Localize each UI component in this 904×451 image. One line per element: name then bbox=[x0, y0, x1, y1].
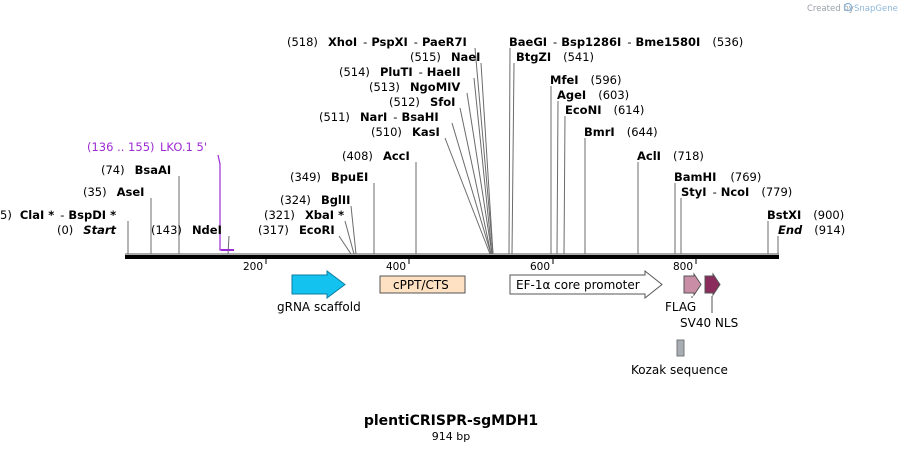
site-label-end: End(914) bbox=[778, 223, 845, 237]
site-label-nari: (511)NarI-BsaHI bbox=[319, 110, 439, 124]
site-label-btgzi: BtgZI(541) bbox=[516, 50, 594, 64]
site-label-bglii: (324)BglII bbox=[280, 193, 350, 207]
site-label-xbai: (321)XbaI * bbox=[264, 208, 344, 222]
primer-lko1: (136 .. 155) LKO.1 5' bbox=[87, 140, 234, 251]
feature-label: cPPT/CTS bbox=[393, 278, 449, 292]
feature-sv40-nls: SV40 NLS bbox=[680, 272, 738, 330]
site-label-bstxi: BstXI(900) bbox=[767, 208, 844, 222]
ruler: 200 400 600 800 bbox=[243, 259, 697, 273]
site-label-mfei: MfeI(596) bbox=[550, 73, 621, 87]
snapgene-logo-icon bbox=[843, 2, 853, 12]
feature-ef1a-promoter: EF-1α core promoter bbox=[509, 269, 663, 300]
feature-label: FLAG bbox=[665, 300, 696, 314]
site-label-kasi: (510)KasI bbox=[371, 125, 440, 139]
site-label-pluti: (514)PluTI-HaeII bbox=[339, 65, 461, 79]
ruler-tick: 800 bbox=[673, 261, 693, 273]
feature-label: EF-1α core promoter bbox=[516, 278, 640, 292]
feature-cppt-cts: cPPT/CTS bbox=[379, 275, 466, 294]
site-label-ndei: (143)NdeI bbox=[151, 223, 222, 237]
site-label-bamhi: BamHI(769) bbox=[674, 170, 761, 184]
primer-label: LKO.1 5' bbox=[160, 140, 207, 154]
site-label-sfoi: (512)SfoI bbox=[389, 95, 455, 109]
feature-label: Kozak sequence bbox=[631, 363, 728, 377]
credit-text: Created by bbox=[807, 4, 854, 14]
credit-brand: SnapGene bbox=[854, 4, 898, 14]
site-label-naei: (515)NaeI bbox=[410, 50, 480, 64]
feature-label: gRNA scaffold bbox=[277, 300, 361, 314]
site-label-ngomiv: (513)NgoMIV bbox=[369, 80, 460, 94]
map-length: 914 bp bbox=[432, 430, 470, 443]
site-label-bsaai: (74)BsaAI bbox=[101, 163, 171, 177]
site-label-bpuei: (349)BpuEI bbox=[290, 170, 368, 184]
site-label-xhoi: (518)XhoI-PspXI-PaeR7I bbox=[287, 35, 467, 49]
site-label-asei: (35)AseI bbox=[83, 185, 144, 199]
site-label-acci: (408)AccI bbox=[342, 149, 410, 163]
feature-label: SV40 NLS bbox=[680, 316, 738, 330]
feature-flag: FLAG bbox=[665, 272, 702, 314]
site-label-ecori: (317)EcoRI bbox=[258, 223, 335, 237]
site-label-baegi: BaeGI-Bsp1286I-Bme1580I(536) bbox=[509, 35, 743, 49]
map-title: plentiCRISPR-sgMDH1 bbox=[364, 413, 538, 429]
feature-grna-scaffold: gRNA scaffold bbox=[277, 270, 361, 314]
ruler-tick: 200 bbox=[243, 261, 263, 273]
primer-range: (136 .. 155) bbox=[87, 140, 155, 154]
site-label-econi: EcoNI(614) bbox=[565, 103, 644, 117]
ruler-tick: 600 bbox=[530, 261, 550, 273]
site-label-start: (0)Start bbox=[57, 223, 117, 237]
site-label-styi: StyI-NcoI(779) bbox=[681, 185, 792, 199]
sequence-backbone bbox=[125, 255, 779, 259]
cut-site-lines bbox=[127, 47, 779, 255]
ruler-tick: 400 bbox=[386, 261, 406, 273]
feature-kozak: Kozak sequence bbox=[631, 339, 728, 377]
site-label-acli: AclI(718) bbox=[637, 149, 704, 163]
site-label-agei: AgeI(603) bbox=[557, 88, 629, 102]
site-label-clai: 5)ClaI *-BspDI * bbox=[0, 208, 116, 222]
site-label-bmri: BmrI(644) bbox=[584, 125, 658, 139]
